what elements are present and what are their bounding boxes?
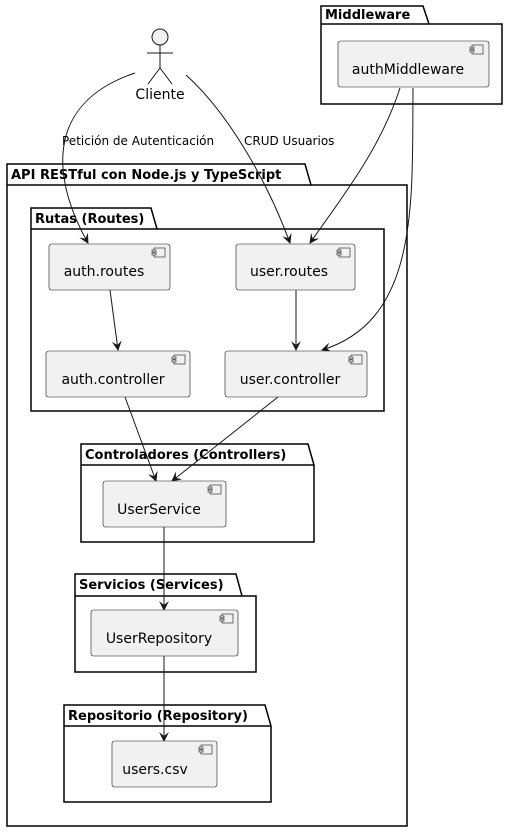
package-title-controllers: Controladores (Controllers) — [85, 448, 286, 463]
component-userrepository[interactable]: UserRepository — [90, 609, 239, 657]
actor-label: Cliente — [135, 87, 184, 103]
component-icon — [198, 744, 213, 755]
component-icon — [171, 354, 186, 365]
edge-cliente-auth-routes — [62, 72, 136, 244]
component-icon — [348, 354, 363, 365]
component-icon — [336, 247, 351, 258]
component-auth-middleware[interactable]: authMiddleware — [337, 40, 490, 88]
component-icon — [151, 247, 166, 258]
component-label-auth-middleware: authMiddleware — [352, 62, 464, 78]
component-user-routes[interactable]: user.routes — [235, 243, 356, 291]
edge-auth-controller-userservice — [124, 396, 158, 482]
package-title-services: Servicios (Services) — [79, 578, 224, 593]
component-user-controller[interactable]: user.controller — [224, 350, 368, 398]
component-label-user-routes: user.routes — [250, 264, 328, 280]
package-title-middleware: Middleware — [325, 8, 410, 23]
edge-cliente-user-routes — [185, 74, 292, 244]
component-label-users-csv: users.csv — [122, 762, 188, 778]
component-icon — [469, 44, 484, 55]
component-users-csv[interactable]: users.csv — [111, 740, 218, 788]
actor-head-icon — [151, 28, 169, 46]
edge-middleware-user-controller — [321, 87, 414, 353]
edge-auth-routes-auth-controller — [109, 289, 122, 351]
component-icon — [219, 613, 234, 624]
edge-label-crud-users: CRUD Usuarios — [244, 134, 334, 148]
component-label-user-controller: user.controller — [240, 372, 341, 388]
actor-cliente: Cliente — [135, 28, 185, 103]
component-userservice[interactable]: UserService — [102, 480, 227, 528]
component-label-auth-routes: auth.routes — [64, 264, 145, 280]
edges — [62, 72, 414, 742]
component-label-auth-controller: auth.controller — [61, 372, 164, 388]
edge-middleware-user-routes — [309, 87, 401, 244]
component-auth-routes[interactable]: auth.routes — [48, 243, 171, 291]
component-icon — [207, 484, 222, 495]
component-label-userservice: UserService — [117, 502, 201, 518]
edge-user-controller-userservice — [171, 396, 279, 482]
component-auth-controller[interactable]: auth.controller — [45, 350, 191, 398]
package-title-routes: Rutas (Routes) — [35, 212, 144, 227]
component-label-userrepository: UserRepository — [106, 631, 212, 647]
edge-label-auth-request: Petición de Autenticación — [62, 134, 214, 148]
package-title-api: API RESTful con Node.js y TypeScript — [11, 168, 281, 183]
package-title-repository: Repositorio (Repository) — [68, 709, 248, 724]
